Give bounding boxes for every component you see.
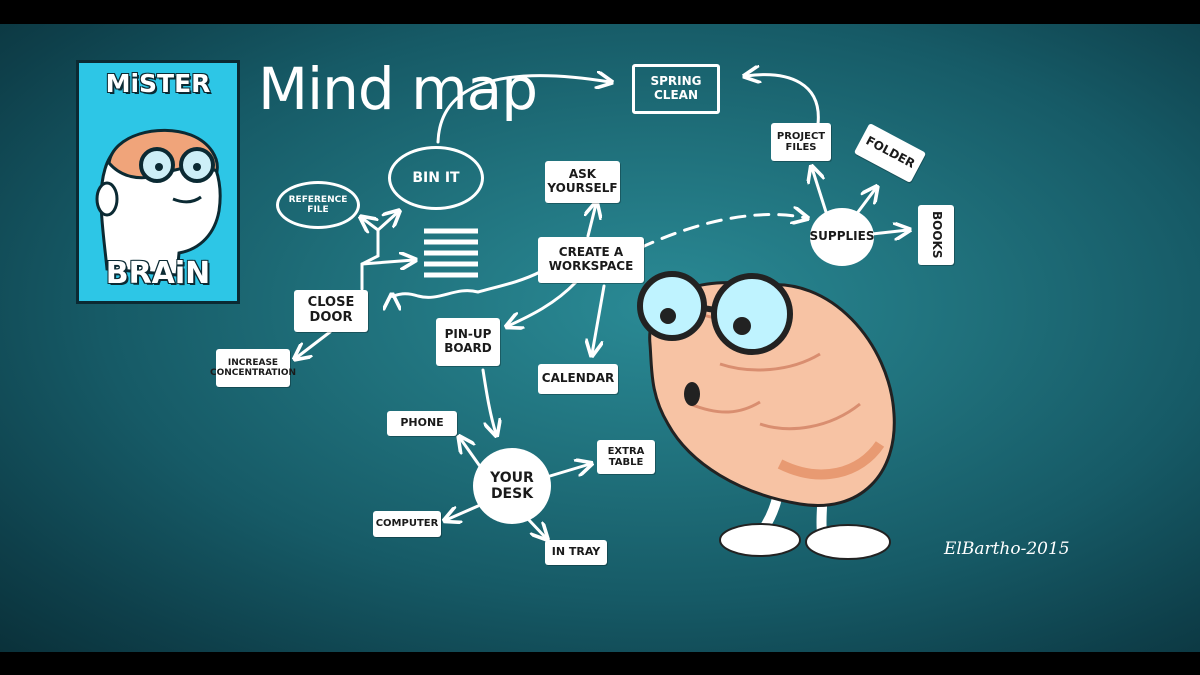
arrow-create-pin — [508, 280, 578, 326]
node-project-files: PROJECT FiLES — [771, 123, 831, 161]
node-in-tray: iN TRAY — [545, 540, 607, 565]
arrow-pin-desk — [481, 368, 496, 434]
node-bin-it: BiN iT — [388, 146, 484, 210]
arrow-project-spring — [746, 75, 820, 126]
arrow-close-list — [360, 260, 414, 264]
chalkboard: MiSTER BRAiN Mind map SPRiNG CLEAN BiN i… — [0, 24, 1200, 652]
node-spring-clean: SPRiNG CLEAN — [632, 64, 720, 114]
arrow-close-up — [360, 212, 398, 291]
arrow-create-cal — [592, 284, 606, 354]
node-phone: PHONE — [387, 411, 457, 436]
node-extra-table: EXTRA TABLE — [597, 440, 655, 474]
arrow-close-ref — [362, 218, 380, 230]
node-create-workspace: CREATE A WORKSPACE — [538, 237, 644, 283]
arrow-title-spring — [436, 76, 610, 144]
node-ask-yourself: ASK YOURSELF — [545, 161, 620, 203]
poster-bottom-text: BRAiN — [105, 256, 211, 291]
arrow-supplies-project — [812, 168, 828, 214]
arrow-desk-computer — [446, 504, 480, 520]
node-your-desk: YOUR DESK — [473, 448, 551, 524]
node-calendar: CALENDAR — [538, 364, 618, 394]
artist-signature: ElBartho-2015 — [944, 539, 1070, 559]
node-supplies: SUPPLiES — [810, 208, 874, 266]
poster-character-illustration — [95, 128, 222, 277]
list-icon — [424, 228, 478, 278]
node-books: BOOKS — [918, 205, 954, 265]
arrow-desk-intray — [526, 517, 546, 538]
brain-character-illustration — [637, 271, 896, 560]
connector-layer — [0, 24, 1200, 560]
arrow-create-close — [392, 270, 542, 297]
arrow-close-increase — [296, 330, 332, 358]
page-title: Mind map — [258, 55, 538, 123]
poster-top-text: MiSTER — [105, 69, 211, 98]
mister-brain-poster: MiSTER BRAiN — [76, 60, 240, 304]
arrow-desk-table — [548, 464, 590, 478]
node-computer: COMPUTER — [373, 511, 441, 537]
node-pin-up-board: PiN-UP BOARD — [436, 318, 500, 366]
arrow-supplies-folder — [856, 188, 876, 214]
node-increase-concentration: iNCREASE CONCENTRATiON — [210, 349, 296, 387]
arrow-create-supplies — [638, 215, 806, 250]
arrow-supplies-books — [870, 230, 908, 234]
arrow-create-ask — [588, 204, 596, 238]
node-reference-file: REFERENCE FiLE — [276, 181, 360, 229]
node-close-door: CLOSE DOOR — [294, 290, 368, 332]
